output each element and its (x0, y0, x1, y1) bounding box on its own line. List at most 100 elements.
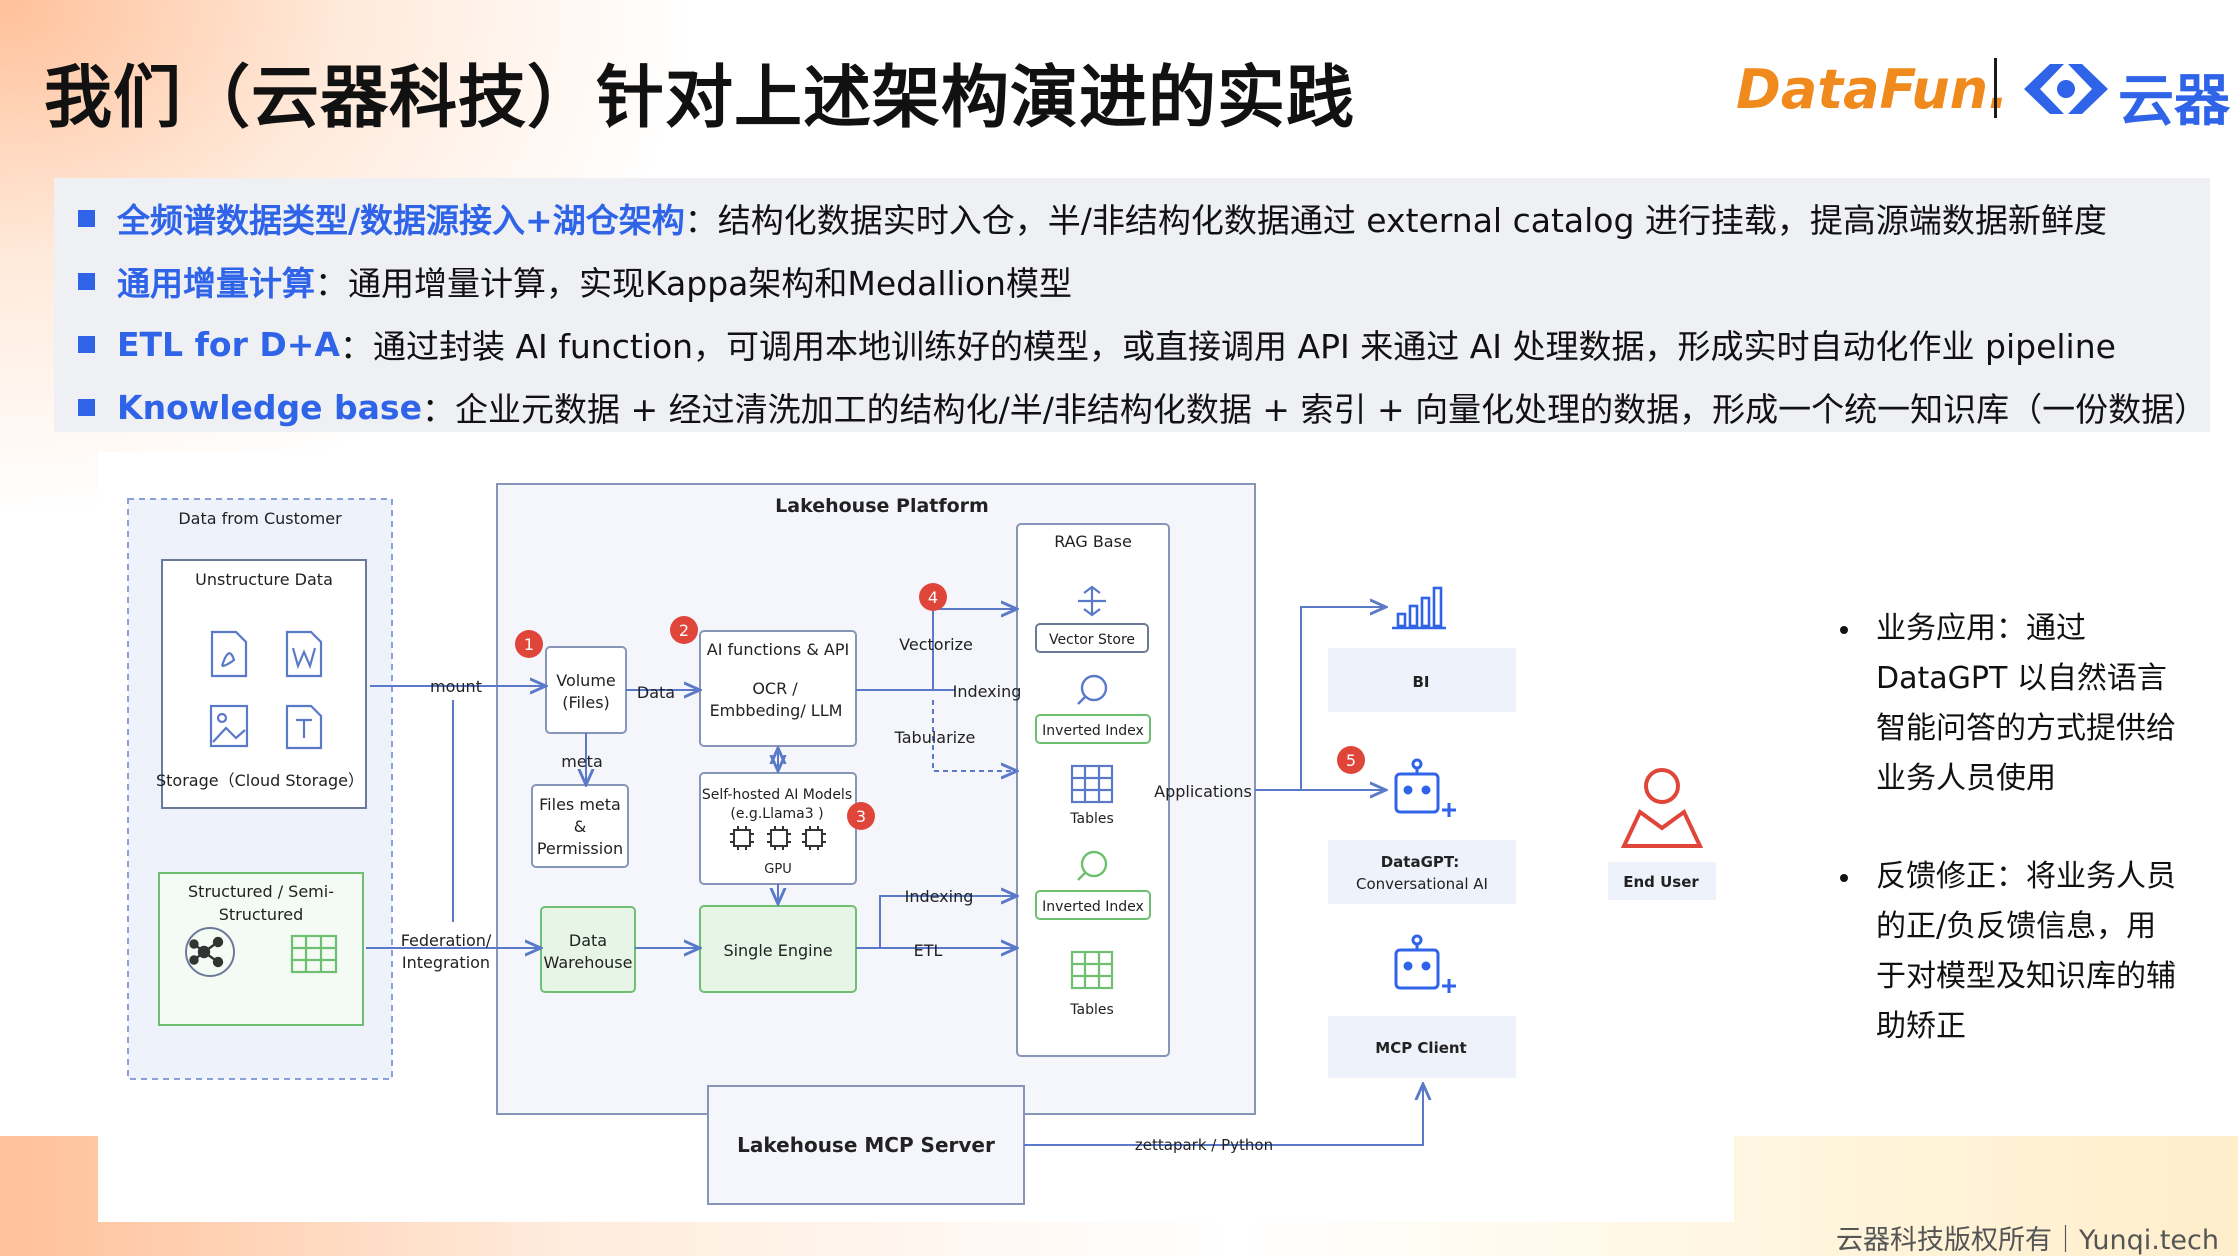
bullet-item: 通用增量计算 ：通用增量计算，实现Kappa架构和Medallion模型 (78, 259, 1072, 303)
bi-box (1328, 648, 1516, 712)
marker-4: 4 (919, 583, 947, 611)
svg-text:1: 1 (524, 635, 534, 654)
structured-label-2: Structured (219, 905, 304, 924)
note-text: 业务应用：通过DataGPT 以自然语言智能问答的方式提供给业务人员使用 (1876, 611, 2176, 796)
bullet-highlight: ETL for D+A (117, 324, 340, 364)
robot-icon-mcp (1394, 934, 1456, 993)
datagpt-label-1: DataGPT: (1381, 853, 1460, 871)
svg-text:4: 4 (928, 588, 938, 607)
vector-store-label: Vector Store (1049, 632, 1135, 648)
yunqi-logo-mark-icon (2024, 64, 2108, 114)
mount-label: mount (430, 677, 482, 696)
mcp-client-label: MCP Client (1375, 1039, 1466, 1057)
end-user-box (1608, 862, 1716, 900)
datagpt-box (1328, 840, 1516, 904)
right-notes: 业务应用：通过DataGPT 以自然语言智能问答的方式提供给业务人员使用 反馈修… (1836, 604, 2176, 1100)
indexing-top-label: Indexing (953, 682, 1022, 701)
svg-text:2: 2 (679, 621, 689, 640)
search-index-icon-1 (1077, 674, 1108, 705)
files-meta-label-2: & (574, 817, 586, 836)
datafun-logo: DataFun. (1736, 58, 2009, 121)
inverted-index-chip-1 (1035, 714, 1151, 744)
files-meta-label-1: Files meta (539, 795, 621, 814)
tabularize-arrow (932, 700, 1017, 771)
gpu-chip-icons (730, 826, 826, 850)
self-hosted-label: Self-hosted AI Models (702, 787, 852, 803)
bullet-item: 全频谱数据类型/数据源接入+湖仓架构 ：结构化数据实时入仓，半/非结构化数据通过… (78, 196, 2107, 240)
bullet-highlight: 通用增量计算 (117, 264, 315, 303)
summary-panel (54, 178, 2210, 432)
zettapark-arrow (1024, 1084, 1423, 1146)
vector-store-icon (1078, 585, 1106, 617)
rag-base-label: RAG Base (1054, 532, 1132, 551)
zettapark-label: zettapark / Python (1135, 1136, 1273, 1154)
tables-label-2: Tables (1069, 1002, 1114, 1018)
bullet-text: ：企业元数据 + 经过清洗加工的结构化/半/非结构化数据 + 索引 + 向量化处… (421, 390, 2208, 429)
bullet-square-icon (78, 209, 95, 227)
meta-label: meta (561, 752, 603, 771)
storage-label: Storage（Cloud Storage） (156, 771, 364, 790)
lakehouse-platform-label: Lakehouse Platform (775, 495, 989, 517)
vector-store-chip (1035, 623, 1149, 653)
unstructure-data-box (161, 559, 367, 809)
single-engine-label: Single Engine (723, 941, 832, 960)
yunqi-logo-text: 云器 (2118, 69, 2230, 134)
mcp-client-box (1328, 1016, 1516, 1078)
llama-label: (e.g.Llama3 ) (730, 806, 823, 822)
datagpt-label-2: Conversational AI (1356, 875, 1488, 893)
bullet-text: ：结构化数据实时入仓，半/非结构化数据通过 external catalog 进… (684, 201, 2107, 240)
data-warehouse-label-2: Warehouse (544, 953, 633, 972)
marker-2: 2 (670, 616, 698, 644)
tables-icon-2 (1070, 950, 1114, 990)
applications-label: Applications (1154, 782, 1252, 801)
image-icon (209, 704, 249, 748)
tabularize-label: Tabularize (894, 728, 976, 747)
end-user-icon (1620, 768, 1704, 848)
table-icon (290, 934, 338, 974)
bullet-square-icon (78, 335, 95, 353)
svg-text:3: 3 (856, 807, 866, 826)
tables-icon-1 (1070, 764, 1114, 804)
federation-label-2: Integration (402, 953, 490, 972)
structured-label-1: Structured / Semi- (188, 882, 334, 901)
bullet-square-icon (78, 398, 95, 416)
note-item: 反馈修正：将业务人员的正/负反馈信息，用于对模型及知识库的辅助矫正 (1836, 852, 2176, 1052)
marker-3: 3 (847, 802, 875, 830)
inverted-index-chip-2 (1035, 890, 1151, 920)
bullet-item: ETL for D+A ：通过封装 AI function，可调用本地训练好的模… (78, 322, 2116, 366)
robot-icon-datagpt (1394, 758, 1456, 817)
text-file-icon (285, 704, 323, 750)
bar-chart-icon (1392, 586, 1446, 630)
bullet-item: Knowledge base ：企业元数据 + 经过清洗加工的结构化/半/非结构… (78, 385, 2207, 429)
search-index-icon-2 (1077, 850, 1108, 881)
svg-text:5: 5 (1346, 751, 1356, 770)
gpu-label: GPU (764, 862, 791, 877)
tables-label-1: Tables (1069, 811, 1114, 827)
inverted-index-label-2: Inverted Index (1042, 899, 1144, 915)
ai-functions-label: AI functions & API (707, 640, 849, 659)
etl-label: ETL (914, 941, 943, 960)
note-item: 业务应用：通过DataGPT 以自然语言智能问答的方式提供给业务人员使用 (1836, 604, 2176, 804)
mcp-server-label: Lakehouse MCP Server (737, 1133, 995, 1157)
end-user-label: End User (1623, 873, 1699, 891)
bullet-dot-icon (1840, 626, 1848, 634)
data-from-customer-label: Data from Customer (178, 509, 342, 528)
unstructure-data-label: Unstructure Data (195, 570, 333, 589)
federation-label-1: Federation/ (401, 931, 492, 950)
logo-divider (1994, 58, 1997, 118)
indexing-bottom-arrow (856, 896, 1017, 949)
ocr-label: OCR / (752, 679, 798, 698)
page-title: 我们（云器科技）针对上述架构演进的实践 (44, 59, 1356, 138)
vectorize-label: Vectorize (899, 635, 973, 654)
bullet-square-icon (78, 272, 95, 290)
kafka-icon (185, 927, 235, 977)
bullet-highlight: 全频谱数据类型/数据源接入+湖仓架构 (117, 201, 685, 240)
volume-files-box (545, 646, 627, 734)
volume-label-1: Volume (556, 671, 616, 690)
word-icon (285, 630, 323, 678)
marker-5: 5 (1337, 746, 1365, 774)
bullet-highlight: Knowledge base (117, 387, 422, 427)
marker-1: 1 (515, 630, 543, 658)
note-text: 反馈修正：将业务人员的正/负反馈信息，用于对模型及知识库的辅助矫正 (1876, 859, 2176, 1044)
